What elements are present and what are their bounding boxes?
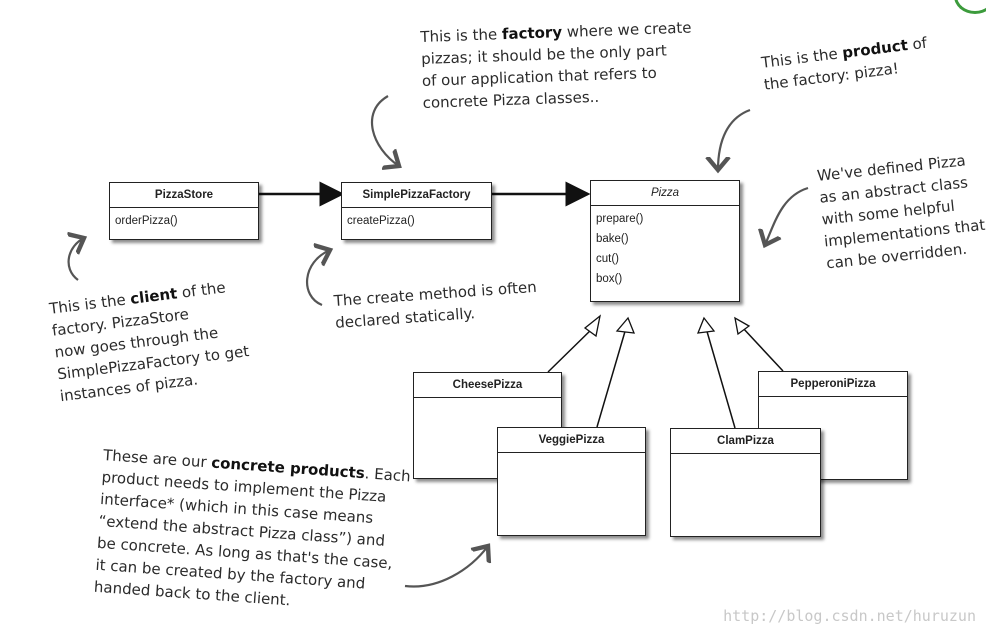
method: prepare()	[596, 213, 644, 225]
note-factory: This is the factory where we create pizz…	[420, 17, 694, 114]
class-name: PizzaStore	[110, 183, 258, 208]
class-name: ClamPizza	[671, 429, 820, 454]
note-abstract-class: We've defined Pizza as an abstract class…	[816, 148, 986, 274]
inherit-line-clam	[705, 327, 736, 429]
corner-decoration	[954, 0, 986, 14]
inherit-triangle-cheese	[583, 314, 601, 338]
method: cut()	[596, 253, 619, 265]
pointer-arrow-static	[306, 250, 330, 307]
note-concrete-products: These are our concrete products. Each pr…	[93, 444, 411, 619]
note-product: This is the product of the factory: pizz…	[760, 32, 931, 96]
pointer-arrow-concrete	[404, 546, 488, 588]
method: orderPizza()	[115, 215, 178, 227]
class-pizza: Pizza prepare() bake() cut() box()	[590, 180, 740, 302]
pointer-arrow-abstract	[765, 186, 809, 245]
inherit-line-pepperoni	[741, 326, 784, 372]
class-simple-pizza-factory: SimplePizzaFactory createPizza()	[341, 182, 492, 240]
class-name: CheesePizza	[414, 373, 561, 398]
class-clam-pizza: ClamPizza	[670, 428, 821, 537]
note-client: This is the client of the factory. Pizza…	[48, 274, 253, 407]
class-name: SimplePizzaFactory	[342, 183, 491, 208]
pointer-arrow-product	[718, 108, 751, 170]
watermark: http://blog.csdn.net/huruzun	[723, 607, 976, 625]
inherit-triangle-pepperoni	[734, 316, 751, 336]
method: createPizza()	[347, 215, 415, 227]
pointer-arrow-factory	[371, 95, 399, 166]
class-veggie-pizza: VeggiePizza	[497, 427, 646, 536]
class-pizza-store: PizzaStore orderPizza()	[109, 182, 259, 240]
inherit-triangle-veggie	[615, 316, 636, 334]
note-static-method: The create method is often declared stat…	[333, 276, 539, 334]
class-name: VeggiePizza	[498, 428, 645, 453]
pointer-arrow-client	[69, 238, 84, 281]
method: box()	[596, 273, 623, 285]
inherit-line-cheese	[547, 324, 597, 373]
class-name: PepperoniPizza	[759, 372, 907, 397]
class-name: Pizza	[591, 181, 739, 206]
method: bake()	[596, 233, 629, 245]
inherit-line-veggie	[596, 327, 627, 428]
inherit-triangle-clam	[696, 316, 716, 334]
